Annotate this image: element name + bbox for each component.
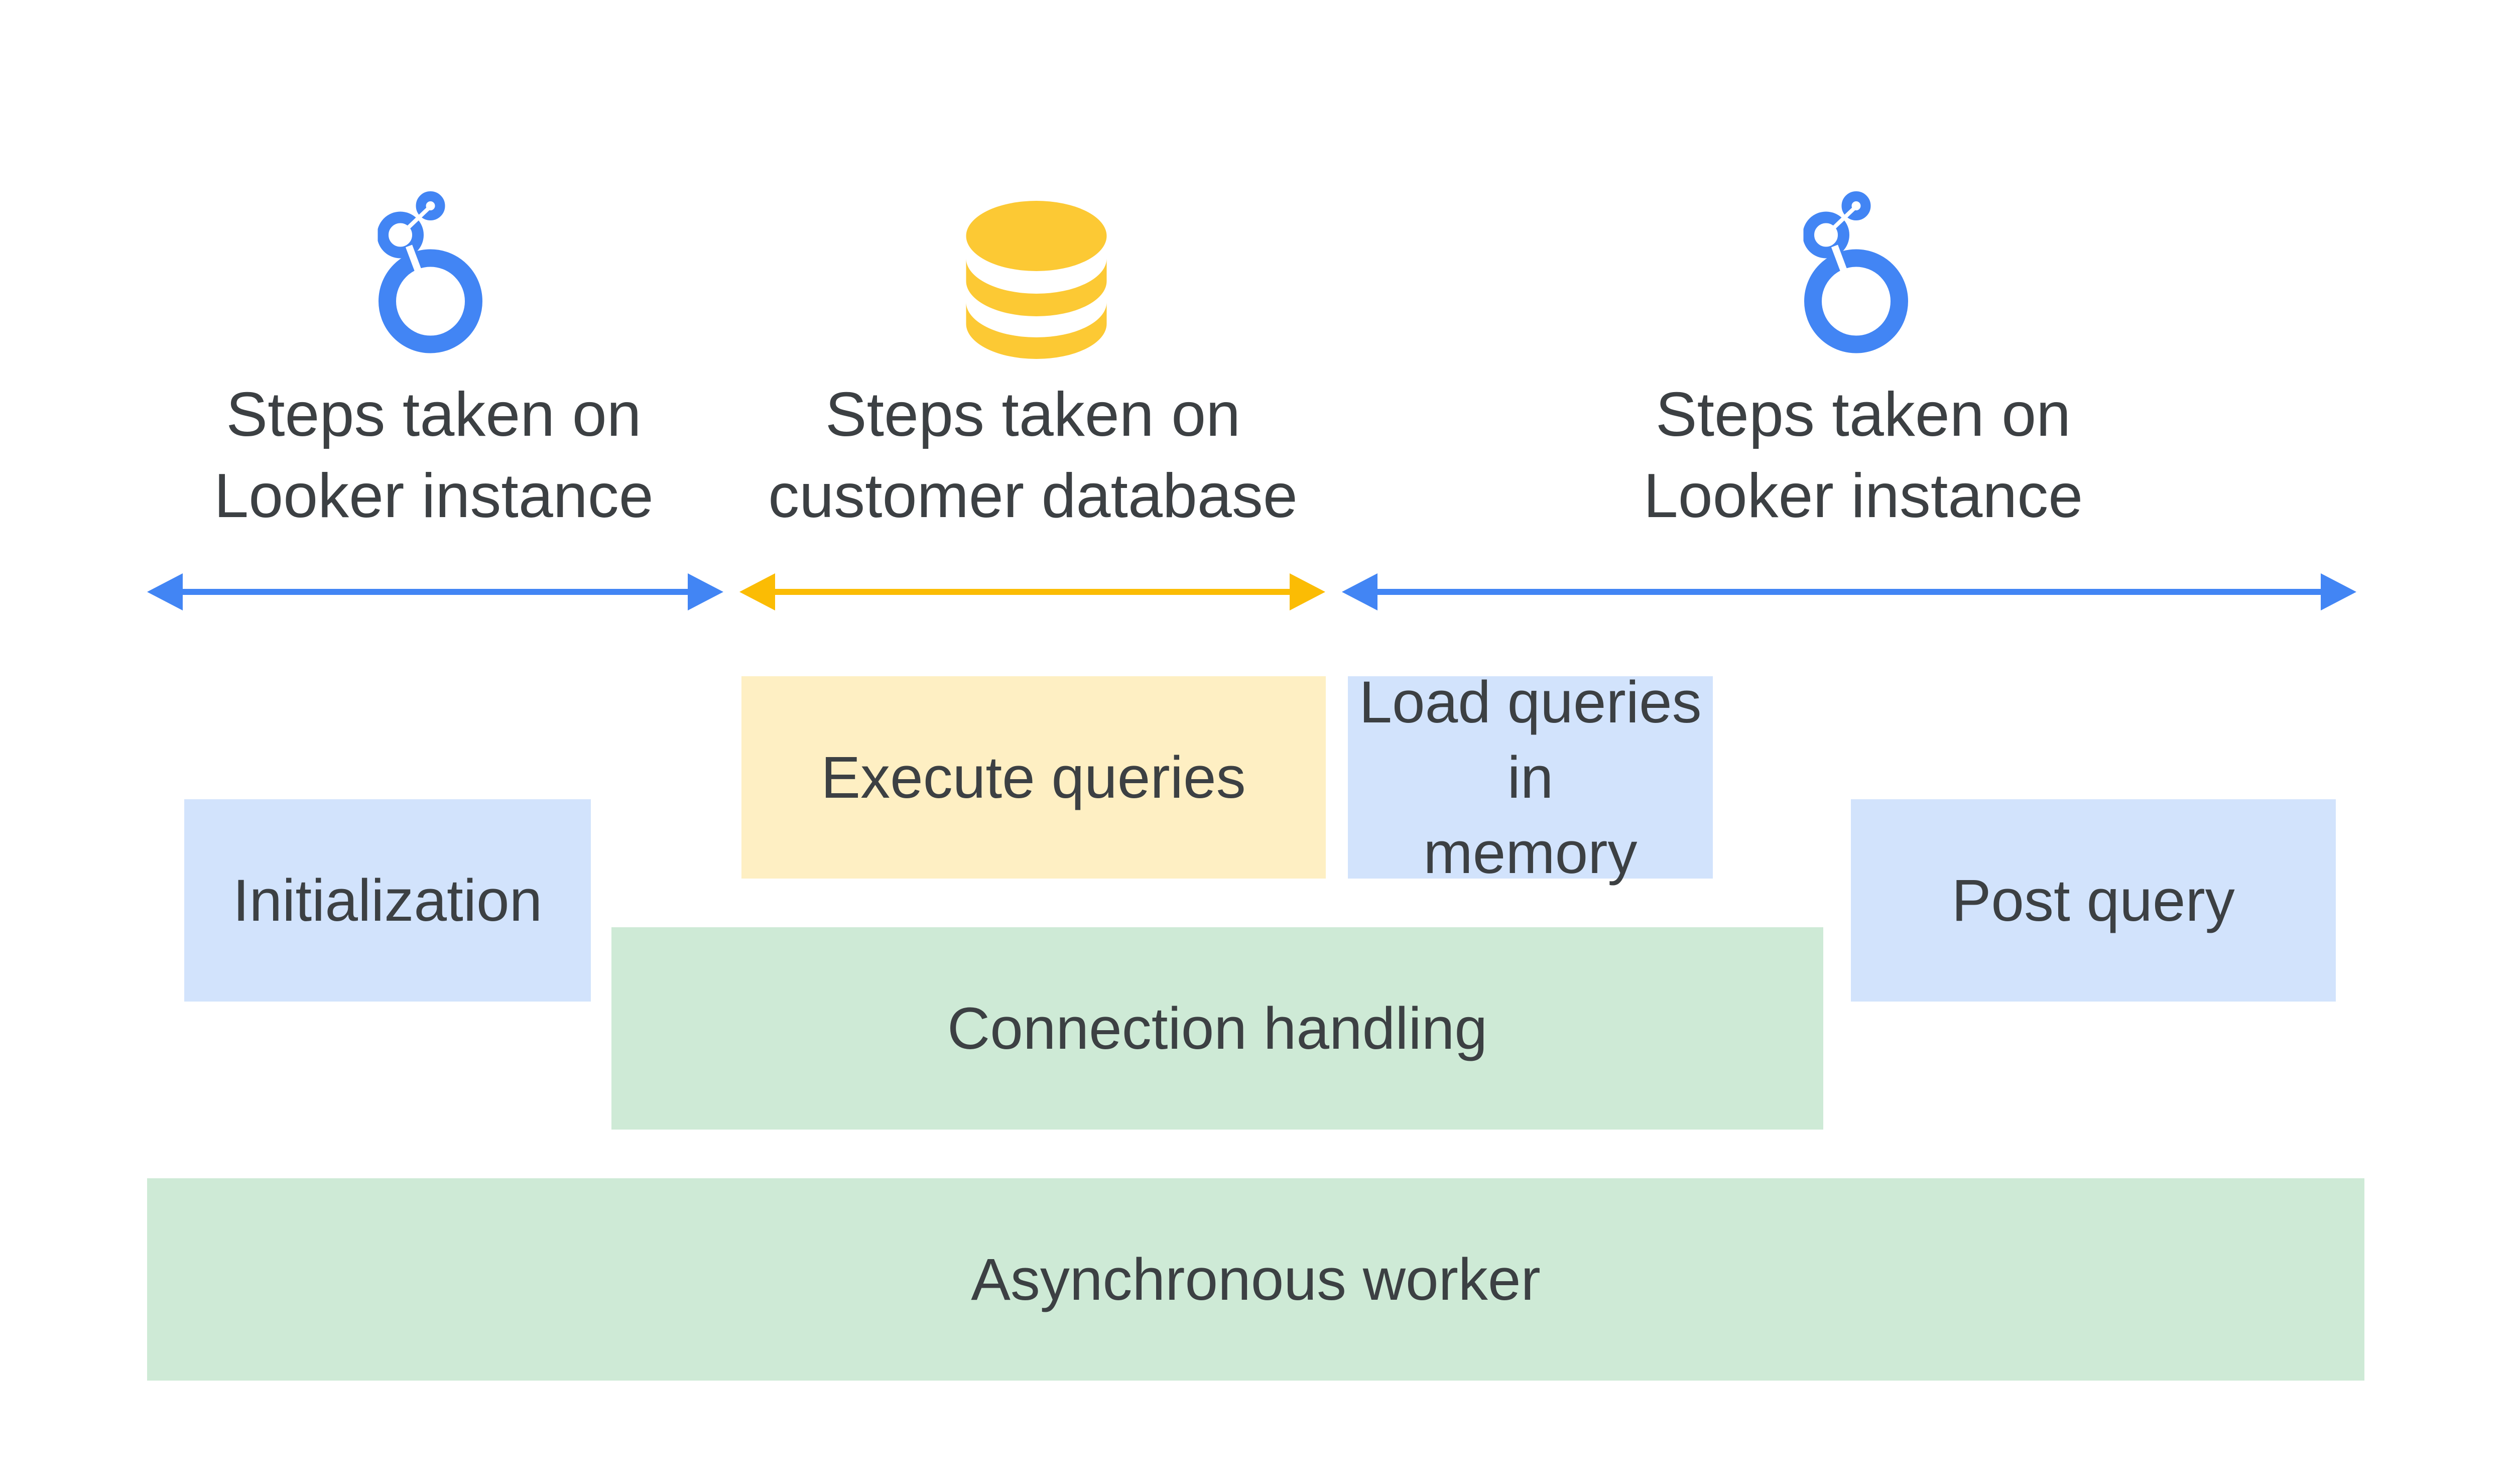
connection-handling-box: Connection handling (611, 927, 1823, 1130)
span-arrow-looker-2 (1341, 573, 2356, 610)
arrow-head-left-icon (147, 573, 183, 610)
load-queries-box: Load queries in memory (1348, 669, 1713, 886)
span-arrow-database (739, 573, 1325, 610)
section-header-line1: Steps taken on (1655, 380, 2071, 449)
arrow-head-left-icon (739, 573, 775, 610)
span-arrow-looker-1 (147, 573, 723, 610)
post-query-label: Post query (1951, 867, 2235, 934)
arrow-head-left-icon (1341, 573, 1377, 610)
connection-handling-label: Connection handling (947, 995, 1487, 1062)
execute-queries-box: Execute queries (741, 676, 1326, 879)
section-header-line2: Looker instance (1643, 461, 2083, 531)
section-header-looker-2: Steps taken on Looker instance (1644, 374, 2083, 537)
section-header-line2: customer database (768, 461, 1298, 531)
section-header-looker-1: Steps taken on Looker instance (214, 374, 653, 537)
arrow-head-right-icon (2321, 573, 2356, 610)
looker-logo-icon (1803, 181, 1912, 354)
post-query-box: Post query (1850, 799, 2336, 1002)
section-header-line2: Looker instance (214, 461, 654, 531)
execute-queries-label: Execute queries (821, 744, 1246, 811)
asynchronous-worker-box: Asynchronous worker (147, 1178, 2364, 1381)
section-header-line1: Steps taken on (226, 380, 642, 449)
arrow-shaft (172, 589, 698, 595)
load-queries-label-line2: memory (1423, 819, 1638, 886)
arrow-shaft (1366, 589, 2331, 595)
arrow-head-right-icon (687, 573, 723, 610)
section-header-line1: Steps taken on (825, 380, 1241, 449)
section-header-database: Steps taken on customer database (768, 374, 1298, 537)
asynchronous-worker-label: Asynchronous worker (971, 1246, 1541, 1313)
arrow-head-right-icon (1290, 573, 1325, 610)
load-queries-label-line1: Load queries in (1359, 669, 1702, 811)
database-icon (965, 201, 1108, 359)
initialization-box: Initialization (184, 799, 591, 1002)
initialization-label: Initialization (232, 867, 543, 934)
looker-logo-icon (378, 181, 486, 354)
arrow-shaft (765, 589, 1300, 595)
